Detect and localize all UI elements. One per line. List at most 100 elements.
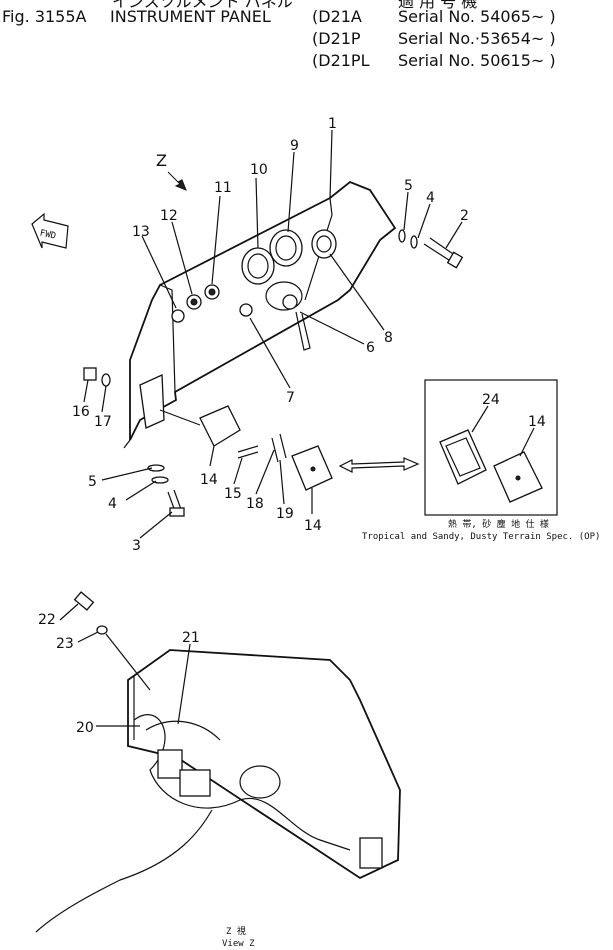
- option-box: 熱 帯, 砂 塵 地 仕 様 Tropical and Sandy, Dusty…: [362, 379, 600, 542]
- callout-14-connector: 14: [200, 472, 218, 488]
- washer-23: [96, 625, 108, 635]
- bolt-2: [423, 237, 457, 263]
- serial-model-3: (D21PL: [312, 51, 370, 70]
- washer-4a: [410, 235, 418, 249]
- cover-14-hole: [310, 466, 316, 472]
- callouts: 1 2 3 4 4 5 5 6 7 8 9 10 11 12 13 14 14 …: [38, 116, 546, 736]
- callout-14-option: 14: [528, 414, 546, 430]
- gauge-9: [269, 229, 303, 267]
- screw-15: [237, 445, 259, 459]
- harness-20: [133, 714, 351, 851]
- view-z-en-label: View Z: [222, 939, 255, 949]
- callout-13: 13: [132, 224, 150, 240]
- callout-1: 1: [328, 116, 337, 132]
- key-switch: [282, 294, 298, 310]
- serial-number-3: Serial No. 50615~ ): [398, 51, 556, 70]
- rear-gauge-b: [179, 769, 211, 797]
- callout-6: 6: [366, 340, 375, 356]
- callout-12: 12: [160, 208, 178, 224]
- rear-switch: [239, 765, 281, 799]
- view-arrow-icon: [167, 171, 187, 191]
- callout-21: 21: [182, 630, 200, 646]
- option-jp-label: 熱 帯, 砂 塵 地 仕 様: [448, 518, 549, 530]
- option-frame: [424, 379, 558, 516]
- option-part-14-hole: [515, 475, 521, 481]
- callout-16: 16: [72, 404, 90, 420]
- fwd-label: FWD: [39, 229, 57, 242]
- key-switch-housing: [265, 281, 303, 311]
- callout-4: 4: [426, 190, 435, 206]
- callout-14-cover: 14: [304, 518, 322, 534]
- callout-5: 5: [404, 178, 413, 194]
- panel-body: [129, 180, 397, 441]
- serial-model-2: (D21P: [312, 29, 361, 48]
- connector-leader: [159, 409, 201, 426]
- page-title: INSTRUMENT PANEL: [110, 7, 271, 26]
- bolt-2-head: [446, 251, 464, 269]
- serial-number-1: Serial No. 54065~ ): [398, 7, 556, 26]
- lamp-11-lens: [208, 288, 216, 296]
- callout-24: 24: [482, 392, 500, 408]
- callout-8: 8: [384, 330, 393, 346]
- instrument-panel-upper: [83, 180, 464, 517]
- japanese-title: インスツルメント パネル: [112, 0, 293, 11]
- washer-17: [101, 373, 111, 387]
- connector-14: [199, 405, 241, 447]
- fwd-arrow-icon: [31, 212, 69, 249]
- washer-5a: [398, 229, 406, 243]
- key-icon: [295, 311, 311, 351]
- japanese-serial-label: 適 用 号 機: [398, 0, 477, 11]
- callout-10: 10: [250, 162, 268, 178]
- harness-branch: [145, 720, 221, 741]
- view-z-letter: Z: [156, 151, 167, 170]
- rear-gauge-a: [157, 749, 183, 779]
- bolt-3-head: [169, 507, 185, 517]
- gauge-10-face: [247, 253, 269, 279]
- panel-fold: [304, 197, 333, 301]
- callout-5-lower: 5: [88, 474, 97, 490]
- callout-7: 7: [286, 390, 295, 406]
- callout-11: 11: [214, 180, 232, 196]
- fwd-arrow: FWD: [31, 212, 69, 249]
- ground-wire: [35, 809, 213, 933]
- option-part-24-inner: [445, 437, 481, 477]
- pins-18: [271, 433, 287, 463]
- callout-22: 22: [38, 612, 56, 628]
- leader-lines: [59, 129, 535, 727]
- gauge-9-face: [275, 235, 297, 261]
- nut-16: [83, 367, 97, 381]
- callout-20: 20: [76, 720, 94, 736]
- callout-17: 17: [94, 414, 112, 430]
- switch-7: [239, 303, 253, 317]
- rear-connector: [359, 837, 383, 869]
- callout-18: 18: [246, 496, 264, 512]
- lamp-12-lens: [190, 298, 198, 306]
- breaker-8: [311, 229, 337, 259]
- callout-19: 19: [276, 506, 294, 522]
- serial-number-2: Serial No.·53654~ ): [398, 29, 556, 48]
- view-z-jp-label: Z 視: [226, 925, 246, 937]
- callout-4-lower: 4: [108, 496, 117, 512]
- bolt-22: [73, 591, 95, 611]
- connector-socket: [139, 374, 165, 429]
- option-part-24: [439, 429, 487, 485]
- callout-9: 9: [290, 138, 299, 154]
- callout-3: 3: [132, 538, 141, 554]
- callout-2: 2: [460, 208, 469, 224]
- callout-23: 23: [56, 636, 74, 652]
- washer-5b: [147, 464, 165, 472]
- callout-15: 15: [224, 486, 242, 502]
- double-arrow-icon: [338, 457, 420, 473]
- view-z-marker: Z: [156, 151, 187, 191]
- panel-inner-edge: [159, 284, 176, 393]
- panel-tab: [123, 439, 131, 449]
- instrument-panel-lower: [35, 591, 401, 933]
- fig-number: Fig. 3155A: [2, 7, 87, 26]
- serial-model-1: (D21A: [312, 7, 362, 26]
- option-label: Tropical and Sandy, Dusty Terrain Spec. …: [362, 532, 600, 542]
- lamp-13: [171, 309, 185, 323]
- bolt-22-leader: [105, 633, 151, 691]
- breaker-8-inner: [316, 235, 332, 253]
- header: インスツルメント パネル 適 用 号 機 Fig. 3155A INSTRUME…: [2, 0, 556, 70]
